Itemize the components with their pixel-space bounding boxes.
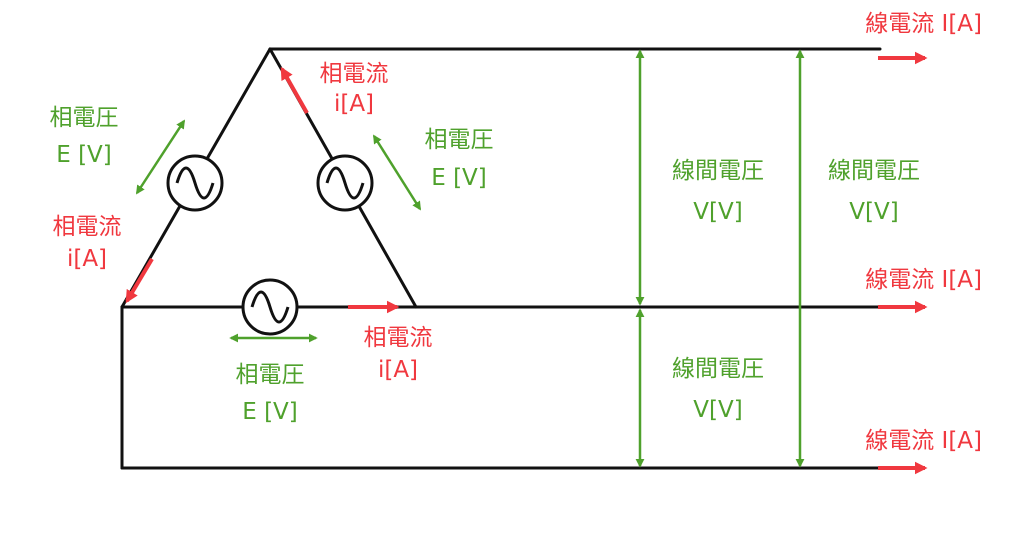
arrow-icon xyxy=(135,119,186,195)
line-voltage-value: V[V] xyxy=(693,199,742,225)
arrow-icon xyxy=(280,66,309,114)
line-current-label: 線電流 I[A] xyxy=(865,267,982,293)
ac-source-icon xyxy=(316,154,374,212)
phase-voltage-value: E [V] xyxy=(242,399,298,425)
phase-voltage-label: 相電圧 xyxy=(50,105,119,131)
arrow-icon xyxy=(125,257,154,304)
phase-voltage-label: 相電圧 xyxy=(236,362,305,388)
arrow-icon xyxy=(372,134,422,211)
phase-current-label: 相電流 xyxy=(320,61,389,87)
phase-voltage-value: E [V] xyxy=(56,142,112,168)
wiring xyxy=(120,47,882,470)
line-voltage-label: 線間電圧 xyxy=(672,356,764,382)
phase-voltage-value: E [V] xyxy=(431,165,487,191)
line-voltage-label: 線間電圧 xyxy=(828,158,920,184)
phase-current-value: i[A] xyxy=(334,91,374,117)
line-current-label: 線電流 I[A] xyxy=(865,428,982,454)
phase-current-label: 相電流 xyxy=(364,325,433,351)
line-current-label: 線電流 I[A] xyxy=(865,11,982,37)
line-voltage-label: 線間電圧 xyxy=(672,158,764,184)
line-voltage-value: V[V] xyxy=(693,397,742,423)
phase-voltage-label: 相電圧 xyxy=(425,127,494,153)
phase-current-value: i[A] xyxy=(378,357,418,383)
line-voltage-value: V[V] xyxy=(849,199,898,225)
ac-source-icon xyxy=(241,278,299,336)
phase-current-value: i[A] xyxy=(67,246,107,272)
ac-source-icon xyxy=(166,154,224,212)
phase-current-label: 相電流 xyxy=(53,214,122,240)
